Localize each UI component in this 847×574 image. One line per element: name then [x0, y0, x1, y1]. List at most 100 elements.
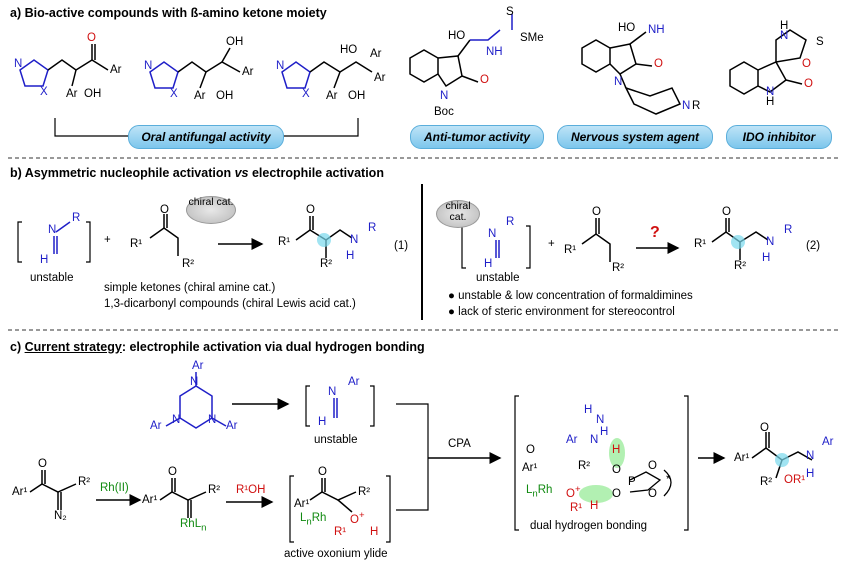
atom-ar: Ar — [194, 90, 206, 102]
rh-catalyst: Rh(II) — [100, 482, 129, 494]
atom-n: N — [440, 90, 449, 102]
atom-ar: Ar — [150, 420, 162, 432]
atom-ar: Ar — [110, 64, 122, 76]
atom-o: O — [654, 58, 663, 70]
diazo — [29, 470, 77, 510]
atom-o: O — [760, 422, 769, 434]
section-b-title: b) Asymmetric nucleophile activation vs … — [10, 166, 384, 180]
atom-r2: R² — [578, 460, 591, 472]
atom-x: X — [40, 86, 48, 98]
stereocenter-2 — [731, 235, 745, 249]
atom-o: O — [722, 206, 731, 218]
ketone-1 — [149, 214, 179, 256]
atom-p: P — [628, 476, 636, 488]
atom-o: O — [160, 204, 169, 216]
spiro-oxindole — [729, 29, 807, 95]
atom-ar: Ar — [192, 360, 204, 372]
atom-r1: R¹ — [278, 236, 291, 248]
atom-r: R — [368, 222, 377, 234]
imidazole-ring-2 — [149, 61, 179, 89]
atom-r: R — [784, 224, 793, 236]
bullet-1: ● unstable & low concentration of formal… — [448, 290, 693, 302]
atom-ar1: Ar¹ — [734, 452, 750, 464]
atom-r2: R² — [208, 484, 221, 496]
atom-r: R — [72, 212, 81, 224]
atom-ar: Ar — [242, 66, 254, 78]
nervous-system-pill: Nervous system agent — [557, 125, 713, 149]
imine-3 — [333, 398, 338, 418]
note-simple-ketones: simple ketones (chiral amine cat.) — [104, 282, 276, 294]
atom-h: H — [584, 404, 593, 416]
atom-h: H — [370, 526, 379, 538]
triazinane — [165, 372, 227, 429]
atom-n: N — [488, 228, 497, 240]
unstable-label: unstable — [30, 272, 74, 284]
atom-h: H — [40, 254, 49, 266]
atom-r2: R² — [358, 486, 371, 498]
atom-h: H — [766, 96, 775, 108]
section-a-title: a) Bio-active compounds with ß-amino ket… — [10, 6, 327, 20]
atom-n: N — [596, 414, 605, 426]
atom-o: O — [802, 58, 811, 70]
oxindole-1 — [409, 39, 479, 88]
atom-ar: Ar — [374, 72, 386, 84]
hbond-1 — [609, 438, 625, 468]
atom-ho: HO — [618, 22, 636, 34]
atom-o: O — [804, 78, 813, 90]
atom-oh: OH — [226, 36, 244, 48]
backbone-1 — [47, 44, 109, 87]
unstable-label: unstable — [314, 434, 358, 446]
atom-boc: Boc — [434, 106, 454, 118]
chiral-cat-2: chiral cat. — [436, 200, 480, 228]
equation-2: (2) — [806, 240, 821, 252]
stereocenter-1 — [317, 233, 331, 247]
ylide — [309, 478, 357, 513]
unstable-label: unstable — [476, 272, 520, 284]
backbone-3 — [309, 61, 373, 89]
atom-o: O — [612, 488, 621, 500]
atom-r1: R¹ — [564, 244, 577, 256]
atom-n: N — [48, 224, 57, 236]
atom-n: N — [682, 100, 691, 112]
atom-ar1: Ar¹ — [142, 494, 158, 506]
atom-n2: N₂ — [54, 510, 67, 522]
atom-ar: Ar — [326, 90, 338, 102]
atom-n: N — [806, 450, 815, 462]
atom-oh: OH — [84, 88, 102, 100]
atom-n: N — [172, 414, 181, 426]
atom-n: N — [208, 414, 217, 426]
atom-o: O — [612, 464, 621, 476]
atom-sme: SMe — [520, 32, 544, 44]
oxindole-2 — [581, 31, 682, 115]
atom-ho: HO — [340, 44, 358, 56]
atom-n: N — [614, 76, 623, 88]
ido-inhibitor-pill: IDO inhibitor — [726, 125, 832, 149]
atom-h: H — [612, 444, 621, 456]
atom-lnrh: LnRh — [300, 512, 327, 528]
ketone-2 — [581, 218, 611, 262]
r1oh-reagent: R¹OH — [236, 484, 266, 496]
atom-x: X — [302, 88, 310, 100]
dual-hbond-label: dual hydrogen bonding — [530, 520, 648, 532]
atom-ar: Ar — [370, 48, 382, 60]
atom-o: O — [306, 204, 315, 216]
atom-n: N — [190, 376, 199, 388]
atom-o: O — [648, 488, 657, 500]
atom-n: N — [14, 58, 23, 70]
atom-s: S — [506, 6, 514, 18]
atom-h: H — [762, 252, 771, 264]
carbenoid — [159, 478, 207, 518]
atom-o: O — [648, 460, 657, 472]
atom-o: O — [87, 32, 96, 44]
plus-sign: + — [548, 238, 555, 250]
atom-x: X — [170, 88, 178, 100]
atom-r1: R¹ — [570, 502, 583, 514]
ylide-label: active oxonium ylide — [284, 548, 388, 560]
atom-o: O — [526, 444, 535, 456]
atom-n: N — [350, 234, 359, 246]
atom-r2: R² — [320, 258, 333, 270]
atom-o: O — [318, 466, 327, 478]
atom-lnrh: LnRh — [526, 484, 553, 500]
atom-o-plus: O+ — [566, 484, 581, 500]
imine-1 — [53, 221, 71, 254]
